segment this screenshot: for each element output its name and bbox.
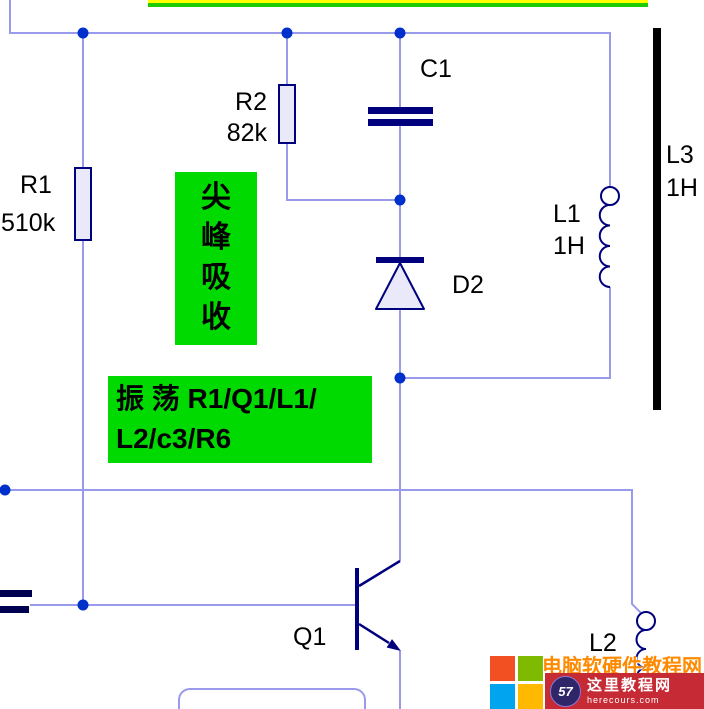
diode-d2-symbol xyxy=(375,257,425,310)
inductor-terminal-circle xyxy=(636,611,656,631)
label-l3: L3 xyxy=(666,141,694,169)
transistor-collector xyxy=(358,559,401,588)
watermark-site-name: 电脑软硬件教程网 xyxy=(542,656,702,678)
capacitor-plate xyxy=(368,107,433,114)
junction-dot xyxy=(394,194,406,206)
wire-feedback-to-l2 xyxy=(0,489,642,614)
transistor-q1-symbol xyxy=(355,559,401,651)
junction-layer xyxy=(0,27,406,611)
battery-plate xyxy=(0,606,29,613)
junction-dot xyxy=(394,27,406,39)
junction-dot xyxy=(281,27,293,39)
windows-logo-square-blue xyxy=(490,684,515,709)
badge-title: 这里教程网 xyxy=(587,676,673,694)
annotation-spike-absorber: 尖 峰 吸 收 xyxy=(175,172,257,345)
transistor-base-bar xyxy=(355,568,359,650)
junction-dot xyxy=(394,372,406,384)
windows-logo-square-green xyxy=(518,656,543,681)
badge-text: 这里教程网 herecours.com xyxy=(587,678,672,705)
label-q1: Q1 xyxy=(293,623,326,651)
label-l1-value: 1H xyxy=(553,232,585,260)
resistor-r2-symbol xyxy=(278,84,296,144)
annotation-oscillation: 振 荡 R1/Q1/L1/ L2/c3/R6 xyxy=(108,376,372,463)
inductor-coil xyxy=(598,204,611,288)
battery-symbol xyxy=(0,590,32,613)
battery-plate xyxy=(0,590,32,597)
top-strip-yellow xyxy=(148,0,648,3)
junction-dot xyxy=(77,599,89,611)
windows-logo-square-red xyxy=(490,656,515,681)
label-r2-value: 82k xyxy=(227,119,268,147)
windows-logo-icon xyxy=(490,656,543,709)
label-d2: D2 xyxy=(452,271,484,299)
site-logo-icon: 57 xyxy=(550,675,581,707)
label-l3-value: 1H xyxy=(666,174,698,202)
inductor-terminal-circle xyxy=(600,186,620,206)
label-r2: R2 xyxy=(235,88,267,116)
junction-dot xyxy=(77,27,89,39)
windows-logo-square-yellow xyxy=(518,684,543,709)
diode-cathode-bar xyxy=(376,257,424,263)
capacitor-plate xyxy=(368,119,433,126)
wire-r2-bottom xyxy=(286,143,400,201)
top-strip-green xyxy=(148,3,648,7)
capacitor-c1-symbol xyxy=(368,107,433,126)
label-r1-value: 510k xyxy=(1,209,56,237)
label-r1: R1 xyxy=(20,171,52,199)
resistor-r1-symbol xyxy=(74,167,92,241)
junction-dot xyxy=(0,484,11,496)
bottom-component-frame xyxy=(178,688,366,709)
label-l1: L1 xyxy=(553,200,581,228)
label-l2: L2 xyxy=(589,629,617,657)
transistor-emitter-arrow xyxy=(386,639,401,651)
watermark-badge: 57 这里教程网 herecours.com xyxy=(545,673,704,709)
label-c1: C1 xyxy=(420,55,452,83)
diode-triangle xyxy=(375,262,425,310)
inductor-l1-symbol xyxy=(598,186,620,288)
wire-top-rail xyxy=(9,0,611,187)
inductor-l3-bar xyxy=(653,28,661,410)
transistor-emitter xyxy=(358,622,390,645)
wire-layer xyxy=(0,0,642,709)
badge-domain: herecours.com xyxy=(587,694,660,705)
wire-l1-bottom xyxy=(400,287,611,379)
